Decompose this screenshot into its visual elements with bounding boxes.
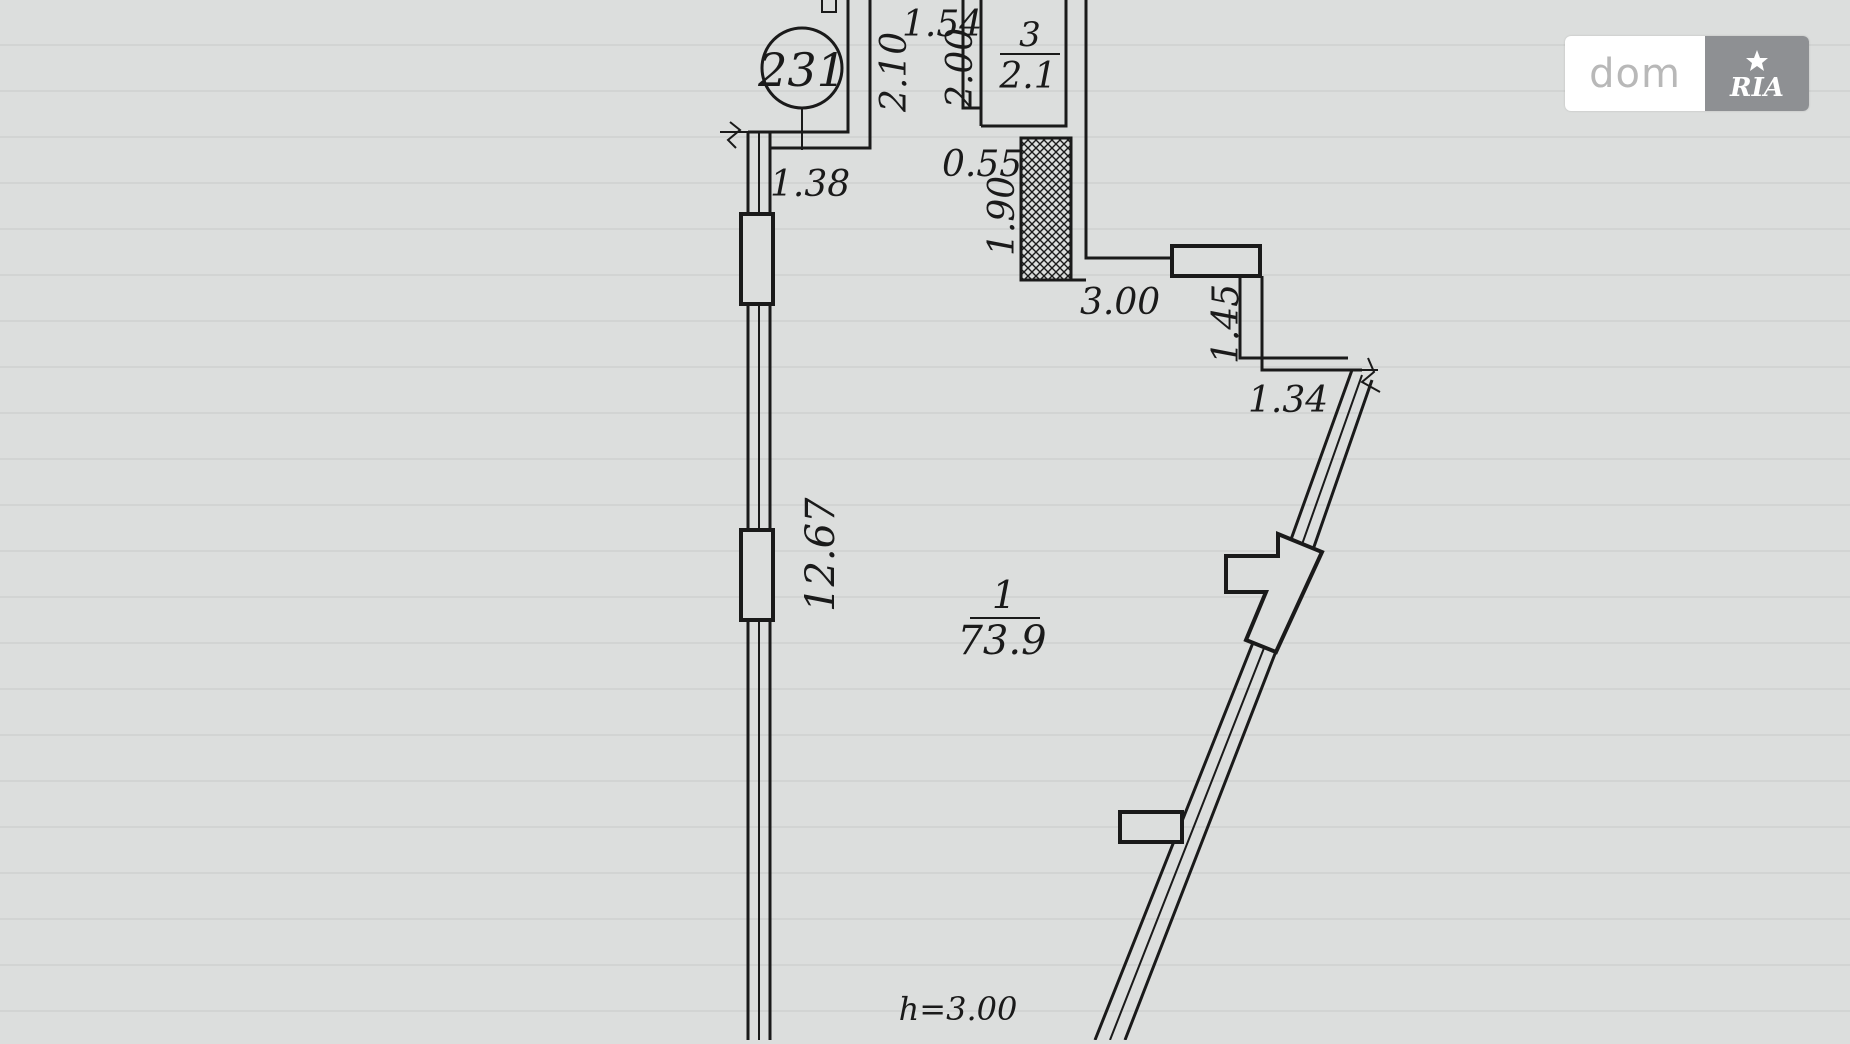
dim-0-55: 0.55 xyxy=(942,144,1022,185)
shaft-outline xyxy=(1019,138,1086,282)
window-left-upper xyxy=(739,212,775,306)
ceiling-height: h=3.00 xyxy=(899,990,1018,1028)
room-3-number: 3 xyxy=(1019,15,1041,55)
dim-1-54: 1.54 xyxy=(902,4,982,45)
room-1-number: 1 xyxy=(992,573,1016,617)
dim-2-00: 2.00 xyxy=(940,28,981,109)
step-wall-inner xyxy=(1238,276,1348,360)
top-corridor-walls xyxy=(748,0,1172,260)
step-wall-outer xyxy=(1260,276,1362,372)
wall-pier-lower xyxy=(1118,810,1184,844)
window-top-right xyxy=(1170,244,1262,278)
window-left-lower xyxy=(739,528,775,622)
room-3-area: 2.1 xyxy=(998,56,1056,97)
unit-number: 231 xyxy=(757,43,846,97)
dim-1-38: 1.38 xyxy=(770,164,850,205)
dim-12-67: 12.67 xyxy=(798,497,844,612)
dim-1-34: 1.34 xyxy=(1248,380,1328,421)
ria-badge-text: RIA xyxy=(1729,73,1784,103)
hatched-shaft xyxy=(1019,136,1073,282)
watermark-logo: dom RIA xyxy=(1565,36,1809,111)
watermark-text: dom xyxy=(1589,50,1681,97)
ria-star-icon: RIA xyxy=(1729,49,1784,103)
wall-pier-upper xyxy=(1224,531,1325,655)
dim-1-45: 1.45 xyxy=(1206,284,1247,364)
watermark-badge: RIA xyxy=(1705,36,1809,111)
dim-3-00: 3.00 xyxy=(1080,282,1160,323)
dim-2-10: 2.10 xyxy=(874,32,915,113)
dim-1-90: 1.90 xyxy=(982,176,1023,256)
room-1-area: 73.9 xyxy=(957,618,1046,664)
